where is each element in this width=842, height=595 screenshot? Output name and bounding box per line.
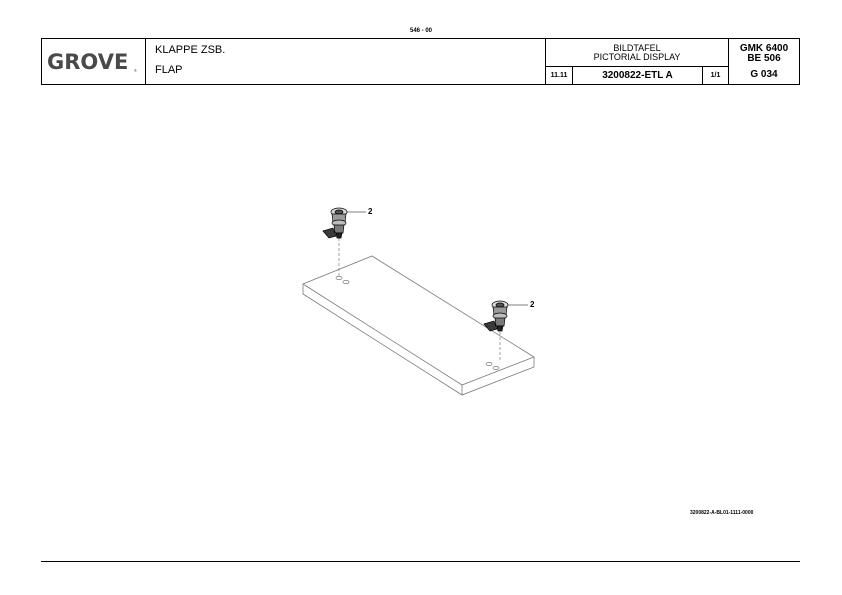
group-code: G 034 [750,69,778,80]
description-cell: KLAPPE ZSB. FLAP [146,39,546,84]
description-english: FLAP [155,64,183,76]
registered-mark: ® [134,68,137,73]
drawing-reference: 3200822-A-BL01-1111-0000 [690,510,754,516]
model-name: GMK 6400 [739,43,789,54]
pictorial-english: PICTORIAL DISPLAY [593,52,681,62]
footer-rule [41,561,800,562]
pictorial-cell: BILDTAFEL PICTORIAL DISPLAY [546,39,729,67]
callout-label: 2 [368,207,373,216]
quarter-turn-fastener [483,300,509,332]
sheet-number: 1/1 [703,67,729,84]
assembly-axes [338,238,501,362]
logo-cell: GROVE ® [42,39,146,84]
callout-leaders [347,211,528,306]
flap-plate [302,255,535,396]
model-sub: BE 506 [747,53,781,64]
quarter-turn-fastener [322,207,348,239]
description-german: KLAPPE ZSB. [155,44,226,56]
grove-logo: GROVE [47,50,129,74]
title-block: GROVE ® KLAPPE ZSB. FLAP BILDTAFEL PICTO… [41,38,800,85]
callout-label: 2 [530,300,535,309]
part-number: 3200822-ETL A [573,67,703,84]
pictorial-german: BILDTAFEL [613,43,661,53]
plate-holes [335,276,500,370]
model-cell: GMK 6400 BE 506 G 034 [729,39,799,84]
date-cell: 11.11 [546,67,573,84]
page-number: 546 - 00 [409,28,433,34]
